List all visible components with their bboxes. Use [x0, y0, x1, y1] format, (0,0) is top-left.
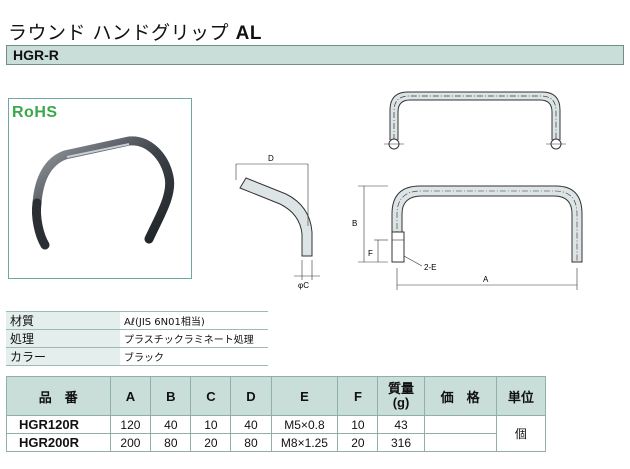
cell-part: HGR200R — [6, 433, 111, 452]
cell-a: 200 — [109, 433, 152, 452]
header-d: D — [230, 376, 272, 416]
side-view: D φC — [235, 154, 320, 290]
spec-row: カラーブラック — [6, 347, 268, 366]
table-row: HGR200R 200 80 20 80 M8×1.25 20 316 — [6, 433, 546, 452]
spec-key: カラー — [6, 347, 120, 366]
header-e: E — [270, 376, 339, 416]
header-a: A — [109, 376, 152, 416]
cell-b: 40 — [150, 415, 192, 434]
header-part: 品 番 — [6, 376, 111, 416]
cell-weight: 316 — [377, 433, 425, 452]
top-view — [384, 91, 566, 150]
spec-value: プラスチックラミネート処理 — [120, 329, 268, 348]
dim-b-label: B — [352, 219, 357, 228]
cell-f: 10 — [337, 415, 379, 434]
cell-a: 120 — [109, 415, 152, 434]
rohs-badge: RoHS — [12, 104, 58, 121]
cell-unit: 個 — [495, 415, 547, 452]
product-code-bar: HGR-R — [6, 45, 624, 65]
cell-c: 10 — [190, 415, 232, 434]
cell-price — [423, 433, 497, 452]
dim-f-label: F — [368, 249, 373, 258]
title-text: ラウンド ハンドグリップ — [8, 22, 230, 44]
handle-photo-illustration — [32, 136, 175, 250]
cell-weight: 43 — [377, 415, 425, 434]
header-b: B — [150, 376, 192, 416]
product-code: HGR-R — [13, 47, 59, 63]
table-row: HGR120R 120 40 10 40 M5×0.8 10 43 個 — [6, 415, 547, 452]
cell-b: 80 — [150, 433, 192, 452]
header-unit: 単位 — [495, 376, 547, 416]
product-photo — [8, 98, 192, 279]
dimension-table: 品 番 A B C D E F 質量 (g) 価 格 単位 HGR120R 12… — [6, 376, 547, 452]
spec-key: 材質 — [6, 311, 120, 330]
cell-c: 20 — [190, 433, 232, 452]
cell-part: HGR120R — [6, 415, 111, 434]
dim-e-label: 2-E — [424, 263, 436, 272]
dim-d-label: D — [268, 154, 274, 163]
header-f: F — [337, 376, 379, 416]
header-price: 価 格 — [423, 376, 497, 416]
title-suffix: AL — [235, 23, 262, 44]
cell-f: 20 — [337, 433, 379, 452]
page-title: ラウンド ハンドグリップ AL — [8, 18, 262, 45]
cell-e: M5×0.8 — [270, 415, 339, 434]
header-c: C — [190, 376, 232, 416]
front-view: B F 2-E A — [352, 185, 583, 290]
table-header-row: 品 番 A B C D E F 質量 (g) 価 格 単位 — [6, 376, 547, 416]
cell-d: 40 — [230, 415, 272, 434]
spec-value: Aℓ(JIS 6N01相当) — [120, 311, 268, 330]
technical-drawing: D φC B F 2-E A — [235, 91, 583, 290]
spec-row: 処理プラスチックラミネート処理 — [6, 329, 268, 348]
cell-d: 80 — [230, 433, 272, 452]
cell-price — [423, 415, 497, 434]
dim-a-label: A — [483, 275, 489, 284]
cell-e: M8×1.25 — [270, 433, 339, 452]
spec-value: ブラック — [120, 347, 268, 366]
header-weight: 質量 (g) — [377, 376, 425, 416]
spec-key: 処理 — [6, 329, 120, 348]
dim-phic-label: φC — [298, 281, 309, 290]
